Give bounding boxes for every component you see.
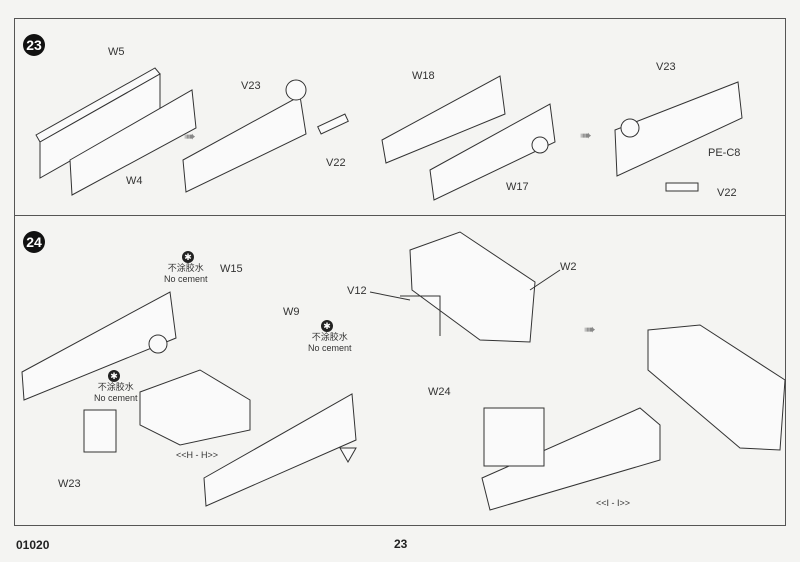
part-label-w2: W2 — [560, 261, 577, 273]
part-label-v23b: V23 — [656, 61, 676, 73]
part-label-w23: W23 — [58, 478, 81, 490]
part-w2-plate — [409, 231, 536, 343]
rail-right — [614, 81, 743, 177]
step-number-23: 23 — [23, 34, 45, 56]
assembled-plate — [647, 324, 786, 451]
detail-label-ii: <<I - I>> — [596, 498, 631, 508]
rail-w18 — [381, 75, 506, 164]
detail-label-hh: <<H - H>> — [176, 450, 219, 460]
rail-left — [21, 291, 177, 401]
part-label-w4: W4 — [126, 175, 143, 187]
part-label-w9: W9 — [283, 306, 300, 318]
part-label-pe-c8: PE-C8 — [708, 147, 741, 159]
part-v22 — [317, 113, 349, 135]
gun-body — [139, 369, 251, 446]
arrow-icon: ➠ — [584, 321, 596, 337]
part-label-v22: V22 — [326, 157, 346, 169]
rail-front — [203, 393, 357, 507]
no-cement-icon: ✱ — [108, 370, 120, 382]
part-w23 — [83, 409, 117, 453]
rail-w17 — [429, 103, 556, 201]
part-label-v22b: V22 — [717, 187, 737, 199]
rail-v — [182, 79, 307, 193]
part-label-w5: W5 — [108, 46, 125, 58]
arrow-icon: ➠ — [184, 128, 196, 144]
part-label-w18: W18 — [412, 70, 435, 82]
no-cement-icon: ✱ — [321, 320, 333, 332]
step-24-panel — [14, 215, 786, 526]
assembled-chassis — [481, 407, 661, 511]
part-v12 — [400, 295, 441, 336]
rail-w4 — [69, 89, 197, 196]
no-cement-icon: ✱ — [182, 251, 194, 263]
part-v22b — [665, 182, 699, 192]
product-code: 01020 — [16, 538, 50, 552]
part-label-w15: W15 — [220, 263, 243, 275]
part-label-w17: W17 — [506, 181, 529, 193]
part-label-v23: V23 — [241, 80, 261, 92]
part-label-v12: V12 — [347, 285, 367, 297]
part-label-w24: W24 — [428, 386, 451, 398]
arrow-icon: ➠ — [580, 127, 592, 143]
step-number-24: 24 — [23, 231, 45, 253]
page-number: 23 — [394, 537, 408, 551]
